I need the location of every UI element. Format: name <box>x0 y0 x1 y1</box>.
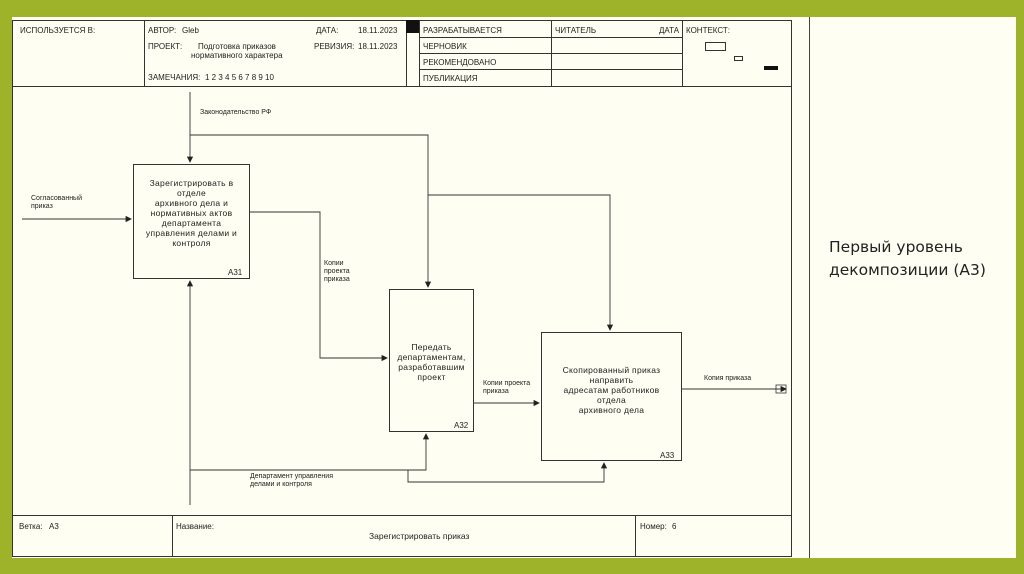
output-tunnel <box>775 384 787 394</box>
a31-node-id: A31 <box>228 268 243 277</box>
arrow-label-mechanism: Департамент управления делами и контроля <box>250 473 333 488</box>
project-label: ПРОЕКТ: <box>148 42 183 51</box>
number-value: 6 <box>672 522 677 531</box>
date-value: 18.11.2023 <box>358 26 398 35</box>
status-marker <box>406 20 419 33</box>
activity-box-a31 <box>133 164 250 279</box>
arrow-mech-to-a33 <box>407 462 608 483</box>
arrow-label-input: Согласованный приказ <box>31 195 83 210</box>
revision-label: РЕВИЗИЯ: <box>314 42 355 51</box>
project-line-2: нормативного характера <box>191 51 283 60</box>
activity-box-a32 <box>389 289 474 432</box>
node-value: А3 <box>49 522 59 531</box>
author-value: Gleb <box>182 26 199 35</box>
arrow-a31-to-a32 <box>250 211 388 362</box>
arrow-label-output: Копия приказа <box>704 375 752 382</box>
context-marker <box>764 66 778 70</box>
notes-label: ЗАМЕЧАНИЯ: <box>148 73 201 82</box>
notes-value: 1 2 3 4 5 6 7 8 9 10 <box>205 73 274 82</box>
slide-title-line-2: декомпозиции (А3) <box>829 261 986 279</box>
slide-title-line-1: Первый уровень <box>829 238 963 256</box>
a33-label: Скопированный приказ направить адресатам… <box>562 365 661 415</box>
diagram-name: Зарегистрировать приказ <box>369 531 470 541</box>
name-label: Название: <box>176 522 214 531</box>
number-label: Номер: <box>640 522 667 531</box>
a33-node-id: A33 <box>660 451 675 460</box>
date-label: ДАТА: <box>316 26 339 35</box>
author-label: АВТОР: <box>148 26 177 35</box>
context-label: КОНТЕКСТ: <box>686 26 730 35</box>
a31-label: Зарегистрировать в отделе архивного дела… <box>145 178 238 248</box>
a32-label: Передать департаментам, разработавшим пр… <box>397 342 466 382</box>
status-publication: ПУБЛИКАЦИЯ <box>423 74 478 83</box>
panel-divider <box>809 17 810 558</box>
arrow-law-to-a33 <box>189 92 614 331</box>
status-draft: ЧЕРНОВИК <box>423 42 467 51</box>
project-line-1: Подготовка приказов <box>198 42 276 51</box>
slide-title: Первый уровень декомпозиции (А3) <box>829 236 999 282</box>
diagram-frame <box>12 20 792 557</box>
a32-node-id: A32 <box>454 421 469 430</box>
used-at-label: ИСПОЛЬЗУЕТСЯ В: <box>20 26 96 35</box>
node-label: Ветка: <box>19 522 43 531</box>
side-panel <box>810 17 1006 558</box>
reader-label: ЧИТАТЕЛЬ <box>555 26 597 35</box>
status-recommended: РЕКОМЕНДОВАНО <box>423 58 497 67</box>
arrow-label-copies-order: Копии проекта приказа <box>483 380 531 395</box>
reader-date-label: ДАТА <box>659 26 680 35</box>
revision-value: 18.11.2023 <box>358 42 398 51</box>
arrow-mech-to-a32 <box>190 433 430 471</box>
arrow-label-copies-project: Копии проекта приказа <box>324 260 350 283</box>
status-developing: РАЗРАБАТЫВАЕТСЯ <box>423 26 502 35</box>
arrow-label-law: Законодательство РФ <box>200 109 272 116</box>
activity-box-a33 <box>541 332 682 461</box>
